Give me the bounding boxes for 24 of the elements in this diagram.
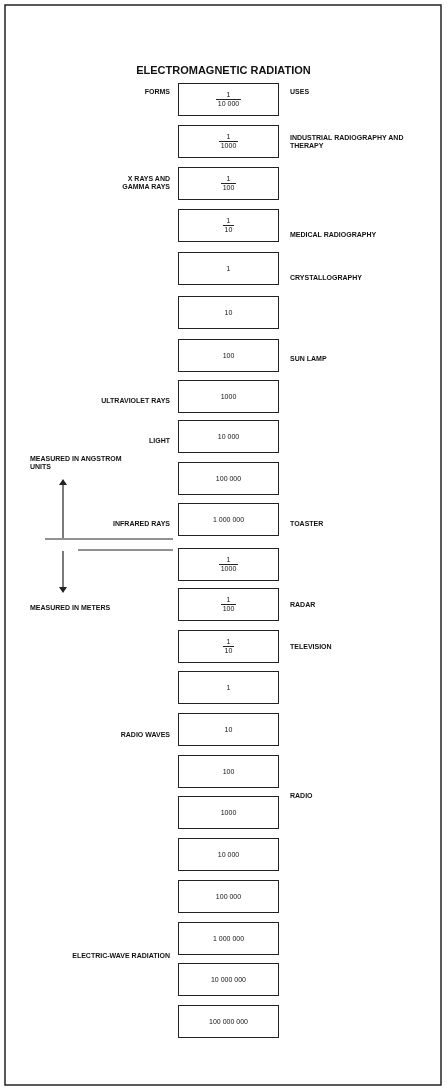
value-box [178, 1005, 279, 1038]
title: ELECTROMAGNETIC RADIATION [135, 64, 312, 76]
value-box [178, 420, 279, 453]
value-box [178, 630, 279, 663]
value-box [178, 167, 279, 200]
value-box [178, 296, 279, 329]
value-box [178, 125, 279, 158]
value-box [178, 548, 279, 581]
value-box [178, 339, 279, 372]
value-box [178, 252, 279, 285]
value-box [178, 838, 279, 871]
value-box [178, 83, 279, 116]
value-box [178, 380, 279, 413]
value-box [178, 671, 279, 704]
value-box [178, 588, 279, 621]
value-box [178, 755, 279, 788]
value-box [178, 462, 279, 495]
value-box [178, 922, 279, 955]
value-box [178, 503, 279, 536]
value-box [178, 209, 279, 242]
value-box [178, 713, 279, 746]
value-box [178, 880, 279, 913]
value-box [178, 796, 279, 829]
value-box [178, 963, 279, 996]
